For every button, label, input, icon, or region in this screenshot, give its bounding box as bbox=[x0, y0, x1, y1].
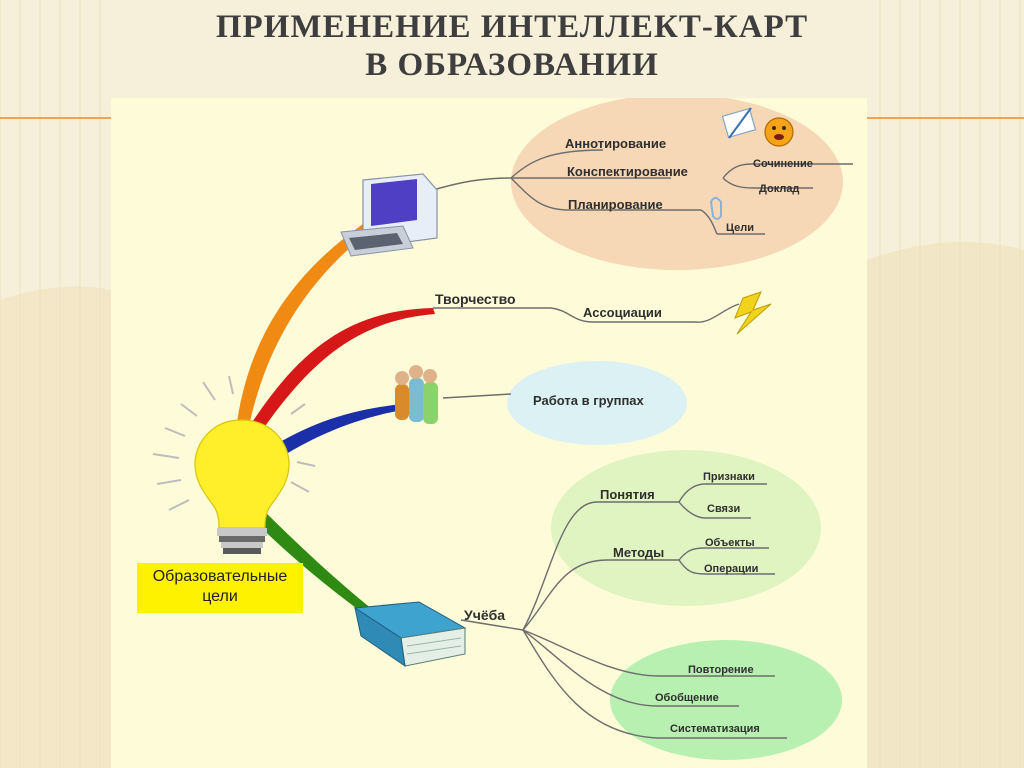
background-wave bbox=[867, 242, 1024, 768]
node-links: Связи bbox=[707, 503, 741, 515]
connector-repetition bbox=[522, 629, 775, 677]
node-objects: Объекты bbox=[705, 537, 755, 549]
connector-systematization bbox=[522, 629, 787, 739]
node-planning: Планирование bbox=[568, 197, 663, 212]
node-features: Признаки bbox=[703, 471, 755, 483]
connector-annotation-1 bbox=[510, 149, 604, 179]
branch-green bbox=[243, 498, 373, 616]
node-creativity: Творчество bbox=[435, 291, 516, 307]
node-report: Доклад bbox=[759, 183, 800, 195]
node-essay: Сочинение bbox=[753, 158, 813, 170]
concepts-ellipse bbox=[551, 450, 821, 606]
connector-methods bbox=[522, 559, 679, 631]
node-repetition: Повторение bbox=[688, 664, 754, 676]
people-icon bbox=[395, 365, 438, 424]
letters-icon bbox=[721, 107, 757, 139]
node-group-work: Работа в группах bbox=[533, 393, 644, 408]
connector-links bbox=[678, 501, 751, 519]
book-icon bbox=[353, 601, 467, 668]
slide-title-line-1: ПРИМЕНЕНИЕ ИНТЕЛЛЕКТ-КАРТ bbox=[215, 9, 809, 45]
connector-creativity bbox=[433, 307, 695, 323]
connector-annotation-3 bbox=[510, 177, 701, 211]
connector-study bbox=[460, 619, 524, 631]
groups-ellipse bbox=[507, 361, 687, 445]
connector-groups bbox=[442, 393, 512, 399]
node-generalization: Обобщение bbox=[655, 692, 719, 704]
connector-report bbox=[722, 177, 813, 189]
slide-title-line-2: В ОБРАЗОВАНИИ bbox=[365, 47, 659, 83]
connector-objects bbox=[678, 547, 769, 561]
lightbulb-icon bbox=[194, 419, 290, 554]
connector-essay bbox=[722, 163, 853, 179]
connector-associations bbox=[694, 303, 740, 323]
connector-operations bbox=[678, 559, 775, 575]
node-systematization: Систематизация bbox=[670, 723, 760, 735]
paperclip-icon bbox=[709, 197, 722, 220]
branch-red bbox=[251, 308, 435, 432]
node-goals: Цели bbox=[726, 222, 755, 234]
computer-icon bbox=[340, 173, 438, 257]
node-associations: Ассоциации bbox=[583, 305, 662, 320]
slide-title: ПРИМЕНЕНИЕ ИНТЕЛЛЕКТ-КАРТ В ОБРАЗОВАНИИ bbox=[0, 8, 1024, 84]
annotation-ellipse bbox=[511, 98, 843, 270]
connector-generalization bbox=[522, 629, 739, 707]
connector-computer bbox=[432, 177, 512, 191]
node-concepts: Понятия bbox=[600, 487, 655, 502]
smiley-icon bbox=[764, 117, 794, 147]
background-wave-2 bbox=[0, 286, 111, 768]
connector-goals bbox=[700, 209, 718, 235]
review-ellipse bbox=[610, 640, 842, 760]
node-annotation: Аннотирование bbox=[565, 136, 667, 151]
node-notes: Конспектирование bbox=[567, 164, 688, 179]
central-goal-label: Образовательные цели bbox=[137, 563, 303, 613]
node-operations: Операции bbox=[704, 563, 759, 575]
node-methods: Методы bbox=[613, 545, 665, 560]
lightning-icon bbox=[734, 291, 772, 335]
branch-orange bbox=[237, 224, 371, 426]
mindmap-graphic bbox=[152, 98, 853, 760]
bulb-rays bbox=[152, 373, 316, 511]
connector-features bbox=[678, 483, 767, 503]
connector-concepts bbox=[522, 501, 679, 631]
node-study: Учёба bbox=[464, 607, 506, 623]
